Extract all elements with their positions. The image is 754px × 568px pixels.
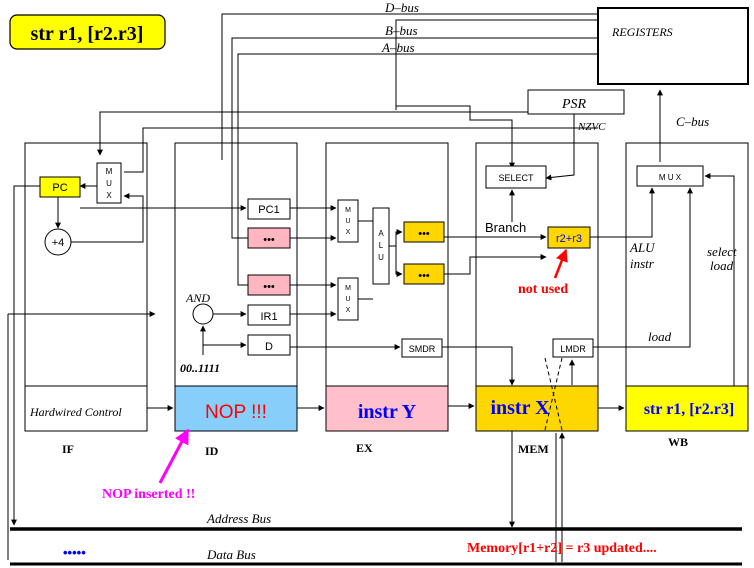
select-unit [485,165,547,189]
wb-mux-label: M U X [659,173,682,182]
annotations: not used NOP inserted !! Memory[r1+r2] =… [102,248,657,556]
ex-instr-label: instr Y [358,401,417,423]
stage-label-mem: MEM [518,442,549,456]
b-bus-label: B–bus [385,23,418,38]
if-mux-m: M [106,167,113,176]
pc1-register [247,198,291,220]
r2r3-label: r2+r3 [556,233,582,245]
ir1-label: IR1 [260,311,277,323]
alu-instr-label-1: ALU [629,240,656,255]
registers-block: REGISTERS [597,7,749,85]
pc-label: PC [52,182,67,194]
if-mux-x: X [106,191,112,200]
nop-inserted-label: NOP inserted !! [102,487,195,502]
id-instr-label: NOP !!! [205,402,267,423]
stage-label-if: IF [62,442,74,456]
ex-dots-1: ••• [418,228,430,240]
smdr-label: SMDR [409,344,436,354]
if-stage-box [24,142,148,432]
wb-instr-label: str r1, [r2.r3] [644,401,734,418]
if-mux [96,162,122,204]
branch-label: Branch [485,220,526,235]
id-instr-box [174,385,298,432]
title-box: str r1, [r2.r3] [9,14,166,50]
mem-stage: SELECT Branch r2+r3 LMDR ALU instr load [485,165,693,385]
lmdr-register [552,338,594,358]
stage-label-id: ID [205,444,219,458]
wb-instr-box [625,385,749,432]
top-buses [97,13,663,286]
wb-stage: M U X select load [636,165,737,386]
title-text: str r1, [r2.r3] [31,23,144,45]
pc1-label: PC1 [258,204,279,216]
lmdr-label: LMDR [560,344,586,354]
psr-block: PSR NZVC [527,89,625,181]
select-label: SELECT [498,173,534,183]
select-load-label-2: load [710,258,734,273]
memory-update-label: Memory[r1+r2] = r3 updated.... [467,541,657,556]
d-label: D [265,341,273,353]
ex-instr-box [325,385,449,432]
id-dots-2: ••• [263,281,275,293]
and-gate [192,303,214,325]
ir1-register [247,304,291,326]
stage-label-wb: WB [668,435,688,449]
pipeline-row: NOP !!! instr Y instr X str r1, [r2.r3] [147,357,749,432]
stage-label-ex: EX [356,441,373,455]
if-mux-u: U [106,179,112,188]
ex-stage: M U X M U X A L U ••• ••• SMDR [290,199,547,386]
d-register [247,334,291,356]
smdr-register [401,338,443,358]
ex-dots-2: ••• [418,270,430,282]
svg-text:X: X [346,229,351,236]
nzvc-label: NZVC [577,121,606,133]
svg-text:U: U [345,296,350,303]
ex-dots-box-1 [403,221,445,243]
address-bus-label: Address Bus [206,511,271,526]
plus4-label: +4 [52,237,65,249]
svg-text:U: U [378,253,384,262]
mem-instr-label: instr X [490,397,550,419]
not-used-label: not used [518,282,568,297]
and-label: AND [185,291,210,305]
data-bus-label: Data Bus [206,547,256,562]
id-stage: PC1 ••• ••• IR1 D AND 00..1111 [7,198,291,560]
c-bus-label: C–bus [676,114,709,129]
svg-text:U: U [345,218,350,225]
load-label: load [648,329,672,344]
svg-text:M: M [345,285,351,292]
memory-buses: Address Bus Data Bus ••••• [10,431,742,566]
id-dots-1: ••• [263,234,275,246]
data-bus-dots: ••••• [63,545,86,560]
select-load-label-1: select [707,244,737,259]
mem-instr-box [475,385,599,432]
if-stage: PC M U X +4 Hardwired Control [11,162,247,526]
alu-instr-label-2: instr [630,256,655,271]
svg-text:A: A [378,229,384,238]
svg-text:X: X [346,307,351,314]
a-bus-label: A–bus [381,40,415,55]
hardwired-control-label: Hardwired Control [29,405,122,419]
d-bus-label: D–bus [384,0,419,15]
svg-text:M: M [345,207,351,214]
psr-label: PSR [561,97,587,112]
wb-mux [636,165,704,187]
registers-label: REGISTERS [611,25,673,39]
svg-text:L: L [379,241,384,250]
ones-label: 00..1111 [180,361,220,375]
